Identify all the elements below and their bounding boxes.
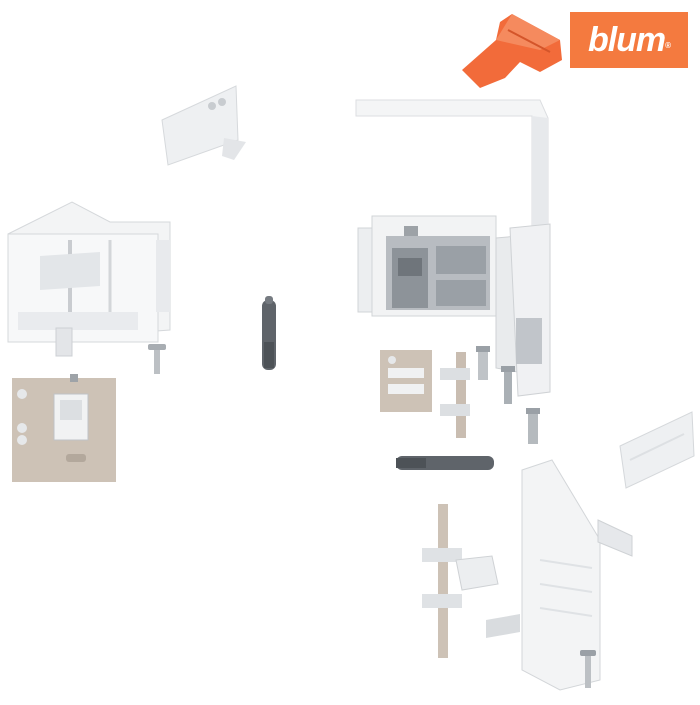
orange-jig-tool — [462, 14, 562, 88]
damper-rod-left — [262, 296, 276, 370]
right-screws — [476, 346, 540, 444]
left-front-fixing — [7, 201, 171, 357]
blum-logo-text: blum® — [587, 21, 671, 59]
bottom-clip — [422, 504, 520, 658]
left-screw — [148, 344, 166, 374]
right-clip — [440, 352, 470, 438]
right-mounting-plate — [380, 350, 432, 412]
damper-rod-right — [396, 456, 494, 470]
front-panel-cover — [521, 459, 633, 691]
rear-bracket-small — [161, 85, 246, 166]
left-mounting-plate — [12, 374, 116, 482]
right-front-fixing — [357, 215, 551, 397]
blum-logo: blum® — [570, 12, 688, 68]
bottom-screw — [580, 650, 596, 688]
rear-bracket-small-right — [619, 411, 695, 489]
